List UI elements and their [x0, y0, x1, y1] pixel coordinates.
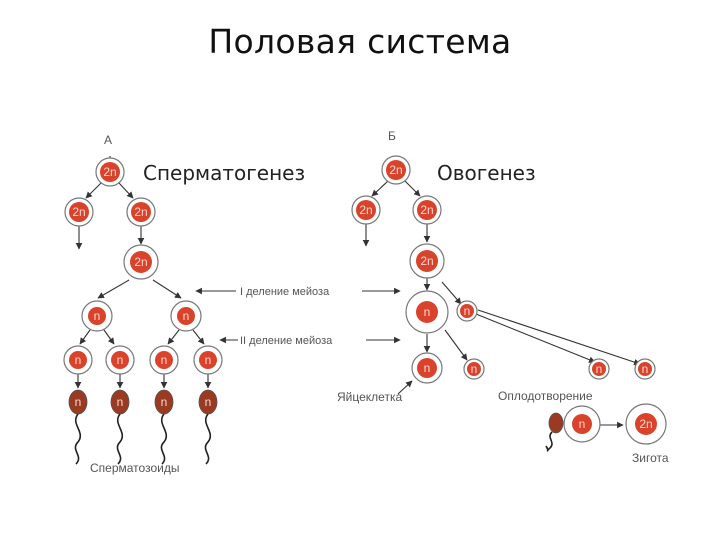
spermatogenesis-connectors	[74, 156, 212, 389]
svg-text:2n: 2n	[103, 165, 116, 179]
oogonium-right-cell: 2n	[412, 195, 442, 225]
polar-body-cell: n	[456, 300, 478, 322]
oogonium-cell: 2n	[381, 155, 411, 185]
svg-text:2n: 2n	[72, 205, 85, 219]
svg-text:n: n	[117, 395, 124, 409]
svg-text:n: n	[161, 395, 168, 409]
svg-text:2n: 2n	[420, 203, 433, 217]
primary-spermatocyte-cell: 2n	[123, 244, 159, 280]
spermatozoon: n	[154, 389, 174, 465]
svg-text:n: n	[424, 305, 431, 319]
polar-body-cell: n	[634, 358, 656, 380]
primary-oocyte-cell: 2n	[409, 243, 445, 279]
panel-b-letter: Б	[388, 129, 396, 143]
secondary-oocyte-cell: n	[405, 290, 449, 334]
slide-title: Половая система	[208, 22, 512, 61]
oogenesis-heading: Овогенез	[437, 161, 536, 185]
svg-text:2n: 2n	[359, 203, 372, 217]
svg-text:n: n	[642, 362, 649, 376]
spermatozoon: n	[68, 389, 88, 465]
spermatid-cell: n	[149, 345, 179, 375]
egg-cell: n	[411, 352, 443, 384]
svg-text:2n: 2n	[389, 163, 402, 177]
svg-text:n: n	[75, 353, 82, 367]
meiosis-2-label: II деление мейоза	[240, 335, 333, 347]
svg-text:n: n	[75, 395, 82, 409]
oogenesis-connectors	[362, 180, 641, 429]
svg-text:n: n	[117, 353, 124, 367]
svg-text:n: n	[183, 309, 190, 323]
svg-text:2n: 2n	[134, 255, 147, 269]
polar-body-cell: n	[463, 358, 485, 380]
svg-text:n: n	[464, 304, 471, 318]
svg-text:n: n	[596, 362, 603, 376]
spermatogonium-left-cell: 2n	[64, 197, 94, 227]
meiosis-1-label: I деление мейоза	[240, 286, 330, 298]
spermatid-cell: n	[63, 345, 93, 375]
spermatogenesis-heading: Сперматогенез	[143, 161, 305, 185]
svg-text:2n: 2n	[134, 205, 147, 219]
svg-text:n: n	[205, 353, 212, 367]
spermatozoon: n	[198, 389, 218, 465]
svg-text:n: n	[94, 309, 101, 323]
svg-text:n: n	[471, 362, 478, 376]
spermatid-cell: n	[105, 345, 135, 375]
svg-text:2n: 2n	[420, 254, 433, 268]
svg-text:n: n	[161, 353, 168, 367]
svg-text:n: n	[205, 395, 212, 409]
svg-text:n: n	[424, 361, 431, 375]
egg-cell-label: Яйцеклетка	[337, 390, 402, 404]
spermatozoon: n	[110, 389, 130, 465]
fertilization-label: Оплодотворение	[498, 389, 593, 403]
panel-a-letter: А	[104, 133, 112, 147]
fertilizing-spermatozoon	[545, 412, 564, 452]
polar-body-cell: n	[588, 358, 610, 380]
zygote-cell: 2n	[625, 403, 667, 445]
fertilized-egg-cell: n	[563, 405, 601, 443]
svg-text:n: n	[579, 417, 586, 431]
oogonium-left-cell: 2n	[351, 195, 381, 225]
spermatogonium-cell: 2n	[95, 157, 125, 187]
secondary-spermatocyte-left-cell: n	[81, 300, 113, 332]
secondary-spermatocyte-right-cell: n	[170, 300, 202, 332]
svg-text:2n: 2n	[639, 417, 652, 431]
spermatozoa-label: Сперматозоиды	[90, 461, 179, 475]
spermatogonium-right-cell: 2n	[126, 197, 156, 227]
spermatid-cell: n	[193, 345, 223, 375]
zygote-label: Зигота	[632, 451, 669, 465]
